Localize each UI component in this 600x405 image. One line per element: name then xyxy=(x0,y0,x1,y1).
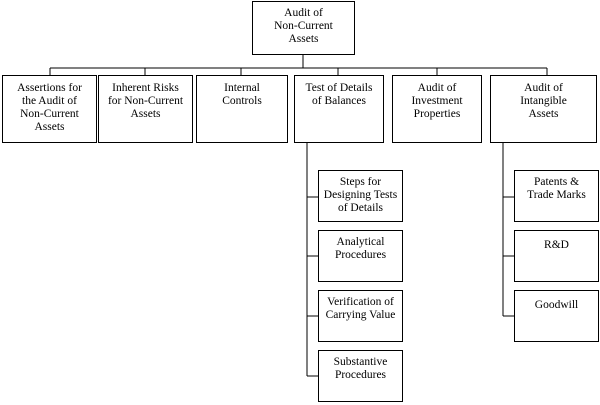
node-assertions: Assertions for the Audit of Non-Current … xyxy=(2,75,97,143)
node-goodwill: Goodwill xyxy=(514,290,599,342)
node-substantive-label: Substantive Procedures xyxy=(333,356,388,381)
node-patents: Patents & Trade Marks xyxy=(514,170,599,222)
node-root-label: Audit of Non-Current Assets xyxy=(274,7,333,45)
node-rd: R&D xyxy=(514,230,599,282)
node-verification-label: Verification of Carrying Value xyxy=(325,296,396,321)
node-test-of-details: Test of Details of Balances xyxy=(294,75,384,143)
node-substantive: Substantive Procedures xyxy=(318,350,403,402)
node-intangible-assets: Audit of Intangible Assets xyxy=(490,75,597,143)
node-intangible-assets-label: Audit of Intangible Assets xyxy=(520,82,567,120)
node-test-of-details-label: Test of Details of Balances xyxy=(305,82,373,107)
node-analytical: Analytical Procedures xyxy=(318,230,403,282)
node-assertions-label: Assertions for the Audit of Non-Current … xyxy=(17,82,82,133)
node-internal-controls-label: Internal Controls xyxy=(222,82,262,107)
node-patents-label: Patents & Trade Marks xyxy=(527,176,586,201)
node-inherent-risks-label: Inherent Risks for Non-Current Assets xyxy=(107,82,184,120)
node-steps: Steps for Designing Tests of Details xyxy=(318,170,403,222)
node-verification: Verification of Carrying Value xyxy=(318,290,403,342)
node-steps-label: Steps for Designing Tests of Details xyxy=(323,176,398,214)
node-internal-controls: Internal Controls xyxy=(196,75,288,143)
node-root: Audit of Non-Current Assets xyxy=(252,1,355,55)
node-inherent-risks: Inherent Risks for Non-Current Assets xyxy=(98,75,193,143)
node-rd-label: R&D xyxy=(544,239,569,251)
node-investment-properties: Audit of Investment Properties xyxy=(392,75,482,143)
node-goodwill-label: Goodwill xyxy=(534,299,579,311)
node-analytical-label: Analytical Procedures xyxy=(334,236,387,261)
node-investment-properties-label: Audit of Investment Properties xyxy=(411,82,463,120)
